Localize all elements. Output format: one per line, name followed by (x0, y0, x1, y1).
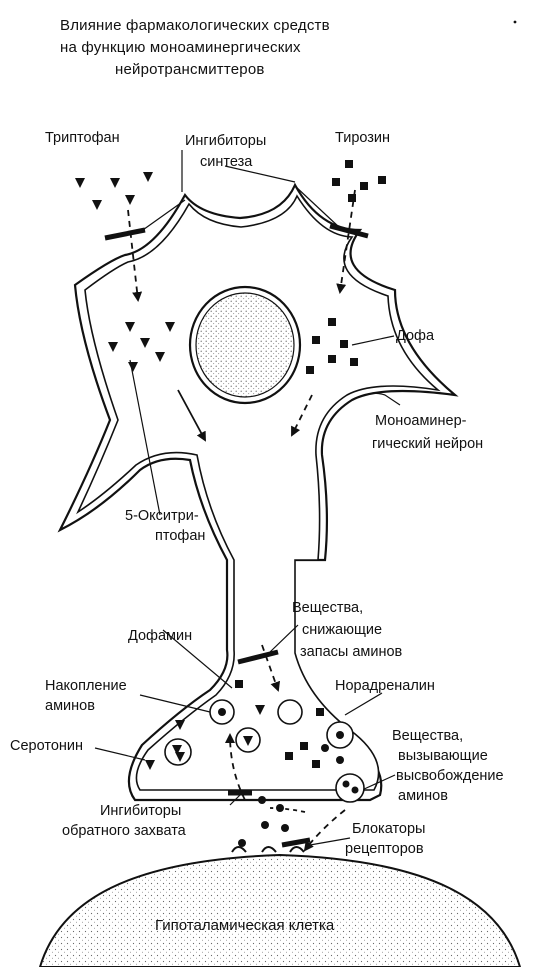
label-depleting-3: запасы аминов (300, 644, 403, 660)
nucleus (190, 287, 300, 403)
label-serotonin: Серотонин (10, 738, 83, 754)
diagram-title: Влияние фармакологических средств на фун… (60, 17, 330, 78)
target-cell: Гипоталамическая клетка (40, 855, 520, 967)
vesicle-serotonin (165, 739, 191, 765)
label-noradrenaline: Норадреналин (335, 678, 435, 694)
title-line-1: Влияние фармакологических средств (60, 17, 330, 34)
label-dopamine: Дофамин (128, 628, 192, 644)
title-line-2: на функцию моноаминергических (60, 39, 301, 56)
vesicle-release (336, 774, 364, 802)
label-blockers-2: рецепторов (345, 841, 424, 857)
label-releasing-2: вызывающие (398, 748, 488, 764)
label-depleting-1: Вещества, (292, 600, 363, 616)
receptor-blocker-bar (282, 840, 310, 845)
vesicle-accumulation (210, 700, 234, 724)
label-neuron-1: Моноаминер- (375, 413, 467, 429)
label-reuptake-2: обратного захвата (62, 823, 187, 839)
label-hydroxytryptophan-2: птофан (155, 528, 205, 544)
vesicle-triangle (236, 728, 260, 752)
synthesis-bar-left (105, 230, 145, 238)
label-hydroxytryptophan-1: 5-Окситри- (125, 508, 199, 524)
stray-mark (514, 21, 517, 24)
label-neuron-2: гический нейрон (372, 436, 483, 452)
label-accumulation-1: Накопление (45, 678, 127, 694)
target-cell-label: Гипоталамическая клетка (155, 917, 335, 934)
label-tryptophan: Триптофан (45, 130, 120, 146)
label-releasing-4: аминов (398, 788, 448, 804)
title-line-3: нейротрансмиттеров (115, 61, 265, 78)
label-synthesis-inhibitors-2: синтеза (200, 154, 253, 170)
label-releasing-3: высвобождение (396, 768, 504, 784)
receptors (232, 847, 304, 852)
vesicle-empty (278, 700, 302, 724)
label-blockers-1: Блокаторы (352, 821, 425, 837)
label-reuptake-1: Ингибиторы (100, 803, 181, 819)
label-accumulation-2: аминов (45, 698, 95, 714)
vesicle-noradrenaline (327, 722, 353, 748)
label-releasing-1: Вещества, (392, 728, 463, 744)
label-depleting-2: снижающие (302, 622, 382, 638)
label-tyrosine: Тирозин (335, 130, 390, 146)
label-synthesis-inhibitors-1: Ингибиторы (185, 133, 266, 149)
label-dopa: Дофа (396, 328, 435, 344)
